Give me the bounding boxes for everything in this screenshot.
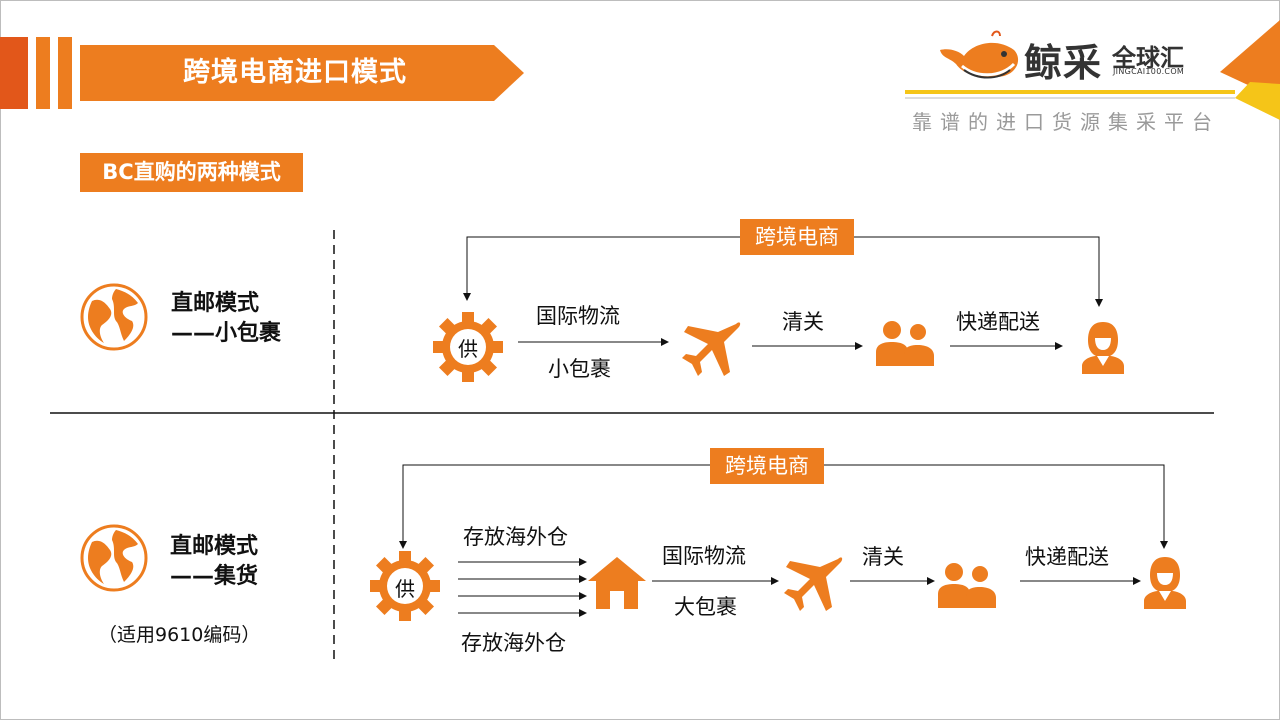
supplier-label: 供 (458, 337, 478, 361)
customs-people-icon (876, 321, 934, 366)
mode2-store-overseas-bottom: 存放海外仓 (461, 631, 566, 655)
consumer-icon (1082, 322, 1124, 374)
page-title: 跨境电商进口模式 (183, 57, 407, 88)
mode1-edge-customs: 清关 (782, 310, 824, 334)
mode2-label-line1: 直邮模式 (170, 534, 259, 559)
logo-name: 鲸采 (1024, 41, 1103, 85)
slogan: 靠谱的进口货源集采平台 (912, 110, 1220, 134)
title-banner (80, 45, 524, 101)
mode2-edge-delivery: 快递配送 (1025, 545, 1109, 569)
header-bar-decoration (58, 37, 72, 109)
mode2-label-line2: ——集货 (170, 564, 259, 589)
logo-stripe-decoration (905, 20, 1280, 120)
mode1-cross-border-tag: 跨境电商 (740, 219, 854, 255)
globe-icon (80, 524, 148, 592)
mode2-edge-package: 大包裹 (674, 595, 737, 619)
header-bar-decoration (36, 37, 50, 109)
mode2-store-overseas-top: 存放海外仓 (463, 525, 568, 549)
whale-logo-icon (940, 30, 1019, 79)
consumer-icon (1144, 557, 1186, 609)
mode2-cross-border-tag: 跨境电商 (710, 448, 824, 484)
logo-name-secondary: 全球汇 (1112, 44, 1184, 72)
warehouse-house-icon (588, 557, 646, 609)
mode1-label-line2: ——小包裹 (171, 321, 282, 346)
airplane-icon (784, 557, 843, 611)
mode2-code-note: （适用9610编码） (98, 624, 261, 646)
supplier-label: 供 (395, 577, 415, 601)
mode2-edge-customs: 清关 (862, 545, 904, 569)
mode2-edge-logistics: 国际物流 (662, 544, 746, 568)
customs-people-icon (938, 563, 996, 608)
section-title: BC直购的两种模式 (80, 153, 303, 192)
mode1-edge-package: 小包裹 (548, 357, 611, 381)
mode1-edge-delivery: 快递配送 (956, 310, 1040, 334)
airplane-icon (682, 322, 741, 376)
mode1-label-line1: 直邮模式 (171, 291, 260, 316)
logo-domain: JINGCAI100.COM (1113, 67, 1185, 76)
globe-icon (80, 283, 148, 351)
supplier-gear-icon (433, 312, 503, 382)
mode1-edge-logistics: 国际物流 (536, 304, 620, 328)
supplier-gear-icon (370, 551, 440, 621)
header-bar-decoration (0, 37, 28, 109)
